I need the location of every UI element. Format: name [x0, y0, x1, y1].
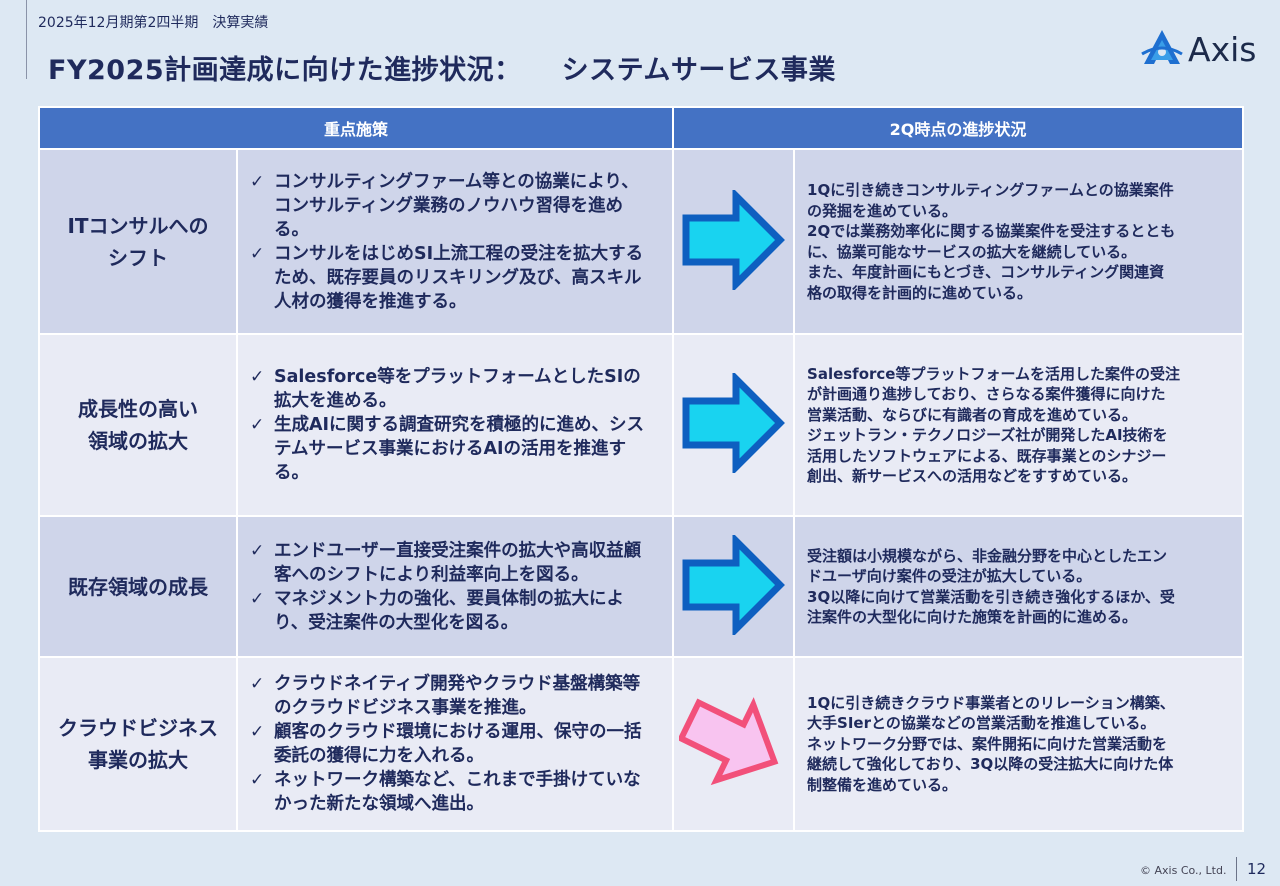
category-line: 成長性の高い: [78, 397, 198, 421]
check-icon: ✓: [250, 171, 265, 192]
status-line: 創出、新サービスへの活用などをすすめている。: [807, 467, 1138, 485]
measure-text: エンドユーザー直接受注案件の拡大や高収益顧客へのシフトにより利益率向上を図る。: [274, 540, 642, 585]
page-number: 12: [1247, 860, 1267, 878]
status-line: ジェットラン・テクノロジーズ社が開発したAI技術を: [807, 426, 1168, 444]
measure-item: ✓ コンサルをはじめSI上流工程の受注を拡大するため、既存要員のリスキリング及び、…: [250, 242, 652, 314]
status-line: の発掘を進めている。: [807, 201, 958, 220]
measure-item: ✓ クラウドネイティブ開発やクラウド基盤構築等のクラウドビジネス事業を推進。: [250, 672, 652, 720]
measure-item: ✓ エンドユーザー直接受注案件の拡大や高収益顧客へのシフトにより利益率向上を図る。: [250, 539, 652, 587]
measure-item: ✓ コンサルティングファーム等との協業により、コンサルティング業務のノウハウ習得を…: [250, 170, 652, 242]
arrow-cell: [672, 148, 796, 335]
status-line: 1Qに引き続きコンサルティングファームとの協業案件: [807, 181, 1174, 199]
status-line: Salesforce等プラットフォームを活用した案件の受注: [807, 364, 1181, 383]
logo-text: Axis: [1188, 29, 1257, 69]
check-icon: ✓: [250, 243, 265, 264]
status-cell: 1Qに引き続きクラウド事業者とのリレーション構築、 大手SIerとの協業などの営…: [793, 656, 1245, 832]
category-cell: ITコンサルへの シフト: [38, 148, 238, 335]
status-cell: Salesforce等プラットフォームを活用した案件の受注 が計画通り進捗してお…: [793, 333, 1245, 517]
measure-item: ✓ Salesforce等をプラットフォームとしたSIの拡大を進める。: [250, 365, 652, 413]
check-icon: ✓: [250, 415, 265, 435]
header-q2-progress: 2Q時点の進捗状況: [672, 106, 1245, 150]
measure-text: クラウドネイティブ開発やクラウド基盤構築等のクラウドビジネス事業を推進。: [274, 674, 641, 718]
status-line: 受注額は小規模ながら、非金融分野を中心としたエン: [807, 546, 1168, 565]
status-line: 格の取得を計画的に進めている。: [807, 283, 1033, 302]
strategy-progress-table: 重点施策 2Q時点の進捗状況 ITコンサルへの シフト ✓ コンサルティングファー…: [37, 106, 1245, 832]
measure-item: ✓ ネットワーク構築など、これまで手掛けていなかった新たな領域へ進出。: [250, 768, 652, 816]
footer-copyright: © Axis Co., Ltd.: [1140, 864, 1227, 877]
arrow-cell: [672, 333, 796, 517]
status-cell: 受注額は小規模ながら、非金融分野を中心としたエン ドユーザ向け案件の受注が拡大し…: [793, 515, 1245, 658]
check-icon: ✓: [250, 588, 265, 609]
category-line: 領域の拡大: [88, 429, 188, 453]
table-row: 既存領域の成長 ✓ エンドユーザー直接受注案件の拡大や高収益顧客へのシフトにより利…: [38, 515, 1245, 658]
right-arrow-icon: [682, 189, 785, 290]
status-line: ドユーザ向け案件の受注が拡大している。: [807, 567, 1092, 585]
check-icon: ✓: [250, 540, 265, 561]
report-subtitle: 2025年12月期第2四半期 決算実績: [38, 15, 269, 31]
category-line: シフト: [108, 245, 168, 270]
measures-cell: ✓ エンドユーザー直接受注案件の拡大や高収益顧客へのシフトにより利益率向上を図る。…: [235, 515, 675, 658]
check-icon: ✓: [250, 722, 265, 742]
status-cell: 1Qに引き続きコンサルティングファームとの協業案件 の発掘を進めている。 2Qで…: [793, 148, 1245, 335]
measure-item: ✓ マネジメント力の強化、要員体制の拡大により、受注案件の大型化を図る。: [250, 587, 652, 635]
table-row: 成長性の高い 領域の拡大 ✓ Salesforce等をプラットフォームとしたSIの…: [38, 333, 1245, 517]
arrow-cell: [672, 656, 796, 832]
check-icon: ✓: [250, 770, 265, 790]
arrow-cell: [672, 515, 796, 658]
measure-text: コンサルをはじめSI上流工程の受注を拡大するため、既存要員のリスキリング及び、高…: [274, 243, 644, 312]
page-title: FY2025計画達成に向けた進捗状況： システムサービス事業: [48, 48, 836, 87]
check-icon: ✓: [250, 367, 265, 387]
table-header-row: 重点施策 2Q時点の進捗状況: [37, 106, 1245, 150]
status-line: 制整備を進めている。: [807, 775, 958, 794]
measure-text: マネジメント力の強化、要員体制の拡大により、受注案件の大型化を図る。: [274, 588, 624, 633]
table-row: クラウドビジネス 事業の拡大 ✓ クラウドネイティブ開発やクラウド基盤構築等のクラ…: [38, 656, 1245, 832]
status-line: 2Qでは業務効率化に関する協業案件を受注するととも: [807, 222, 1176, 240]
status-line: 大手SIerとの協業などの営業活動を推進している。: [807, 714, 1156, 733]
down-right-arrow-icon: [678, 697, 778, 786]
header-key-measures: 重点施策: [37, 106, 675, 150]
category-cell: 既存領域の成長: [38, 515, 238, 658]
status-line: 営業活動、ならびに有識者の育成を進めている。: [807, 405, 1138, 424]
status-line: 3Q以降に向けて営業活動を引き続き強化するほか、受: [807, 587, 1175, 606]
right-arrow-icon: [682, 373, 785, 473]
category-line: ITコンサルへの: [67, 213, 209, 238]
page-title-main: FY2025計画達成に向けた進捗状況：: [48, 55, 522, 86]
header-divider-line: [26, 0, 27, 79]
category-cell: 成長性の高い 領域の拡大: [38, 333, 238, 517]
footer-divider: [1236, 857, 1237, 881]
category-cell: クラウドビジネス 事業の拡大: [38, 656, 238, 832]
status-line: に、協業可能なサービスの拡大を継続している。: [807, 242, 1137, 261]
company-logo: Axis: [1140, 28, 1256, 70]
axis-logo-icon: [1141, 30, 1183, 64]
status-line: また、年度計画にもとづき、コンサルティング関連資: [807, 263, 1165, 281]
category-line: 既存領域の成長: [68, 574, 208, 599]
check-icon: ✓: [250, 674, 265, 694]
page-title-segment: システムサービス事業: [561, 55, 836, 86]
status-line: 注案件の大型化に向けた施策を計画的に進める。: [807, 608, 1138, 626]
right-arrow-icon: [682, 534, 785, 635]
measure-text: Salesforce等をプラットフォームとしたSIの拡大を進める。: [274, 367, 641, 411]
category-line: クラウドビジネス: [58, 716, 218, 740]
status-line: ネットワーク分野では、案件開拓に向けた営業活動を: [807, 734, 1168, 753]
measure-text: ネットワーク構築など、これまで手掛けていなかった新たな領域へ進出。: [274, 770, 641, 814]
status-line: 1Qに引き続きクラウド事業者とのリレーション構築、: [807, 693, 1175, 712]
measure-text: 生成AIに関する調査研究を積極的に進め、システムサービス事業におけるAIの活用を…: [274, 415, 645, 483]
category-line: 事業の拡大: [88, 748, 188, 772]
status-line: 活用したソフトウェアによる、既存事業とのシナジー: [807, 446, 1167, 465]
table-row: ITコンサルへの シフト ✓ コンサルティングファーム等との協業により、コンサルテ…: [38, 148, 1245, 335]
status-line: が計画通り進捗しており、さらなる案件獲得に向けた: [807, 385, 1166, 403]
measures-cell: ✓ Salesforce等をプラットフォームとしたSIの拡大を進める。 ✓ 生成AI…: [235, 333, 675, 517]
measure-item: ✓ 生成AIに関する調査研究を積極的に進め、システムサービス事業におけるAIの活用…: [250, 413, 652, 485]
status-line: 継続して強化しており、3Q以降の受注拡大に向けた体: [807, 755, 1174, 774]
measures-cell: ✓ クラウドネイティブ開発やクラウド基盤構築等のクラウドビジネス事業を推進。 ✓ 顧…: [235, 656, 675, 832]
measure-item: ✓ 顧客のクラウド環境における運用、保守の一括委託の獲得に力を入れる。: [250, 720, 652, 768]
measures-cell: ✓ コンサルティングファーム等との協業により、コンサルティング業務のノウハウ習得を…: [235, 148, 675, 335]
measure-text: コンサルティングファーム等との協業により、コンサルティング業務のノウハウ習得を進…: [274, 171, 639, 240]
measure-text: 顧客のクラウド環境における運用、保守の一括委託の獲得に力を入れる。: [274, 722, 642, 766]
